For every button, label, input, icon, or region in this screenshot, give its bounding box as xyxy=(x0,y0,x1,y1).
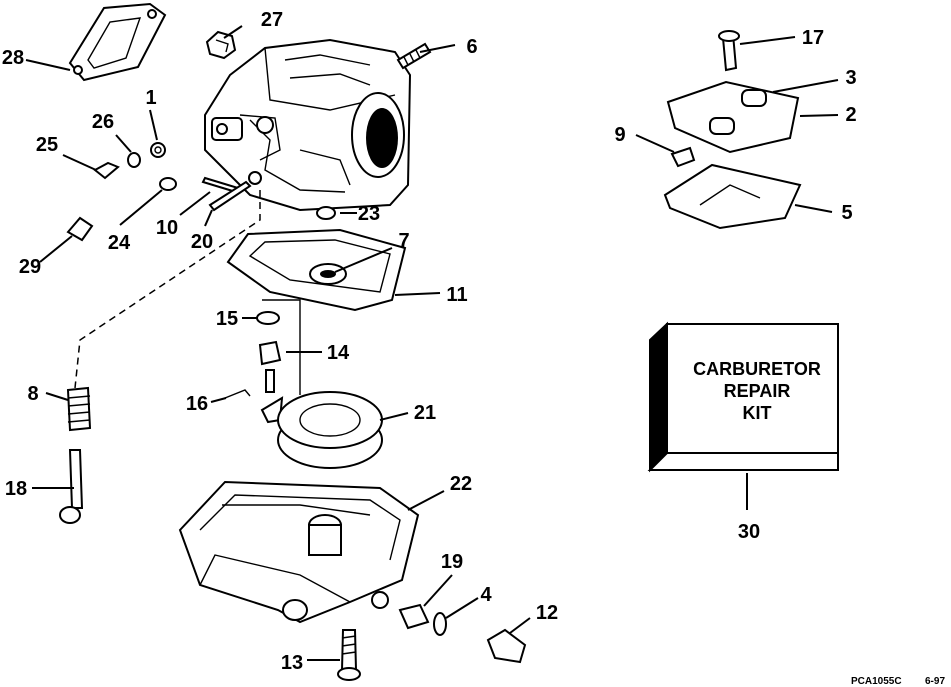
part-label-11: 11 xyxy=(446,284,467,306)
part-label-30: 30 xyxy=(738,521,760,543)
repair-kit-box: CARBURETOR REPAIR KIT xyxy=(647,321,839,473)
part-label-26: 26 xyxy=(92,111,114,133)
part-label-13: 13 xyxy=(281,652,303,674)
part-label-1: 1 xyxy=(145,87,156,109)
part-label-8: 8 xyxy=(27,383,38,405)
cover-assembly-drawing xyxy=(663,30,802,230)
figure-code: PCA1055C xyxy=(851,676,902,687)
part-label-5: 5 xyxy=(841,202,852,224)
small-parts-left xyxy=(66,142,262,242)
gasket-28-drawing xyxy=(68,2,167,82)
part-label-4: 4 xyxy=(480,584,492,606)
kit-line-3: KIT xyxy=(743,403,772,423)
part-label-10: 10 xyxy=(156,217,178,239)
mixture-screw-drawing xyxy=(59,190,261,524)
kit-line-2: REPAIR xyxy=(724,381,791,401)
part-label-23: 23 xyxy=(358,203,380,225)
part-label-6: 6 xyxy=(466,36,477,58)
part-label-3: 3 xyxy=(845,67,856,89)
part-label-16: 16 xyxy=(186,393,208,415)
part-label-25: 25 xyxy=(36,134,58,156)
part-label-29: 29 xyxy=(19,256,41,278)
screw-6-drawing xyxy=(396,42,432,70)
part-label-27: 27 xyxy=(261,9,283,31)
part-label-14: 14 xyxy=(327,342,350,364)
leader-lines xyxy=(25,25,839,661)
part-label-7: 7 xyxy=(398,230,409,252)
carburetor-body-drawing xyxy=(204,38,412,212)
part-label-21: 21 xyxy=(414,402,436,424)
part-label-20: 20 xyxy=(191,231,213,253)
part-label-2: 2 xyxy=(845,104,856,126)
part-label-9: 9 xyxy=(614,124,625,146)
nut-27-drawing xyxy=(205,30,237,60)
figure-date: 6-97 xyxy=(925,676,945,687)
kit-line-1: CARBURETOR xyxy=(693,359,821,379)
float-gasket-drawing xyxy=(226,228,407,312)
part-labels: 1 2 3 4 5 6 7 8 9 10 11 12 13 14 15 16 1… xyxy=(2,9,857,674)
jets-fittings-drawing xyxy=(398,603,527,664)
part-label-24: 24 xyxy=(108,232,131,254)
needle-valve-drawing xyxy=(224,299,301,399)
plug-23-drawing xyxy=(316,206,336,220)
part-label-12: 12 xyxy=(536,602,558,624)
part-label-18: 18 xyxy=(5,478,27,500)
part-label-28: 28 xyxy=(2,47,24,69)
part-label-19: 19 xyxy=(441,551,463,573)
float-21-drawing xyxy=(260,391,383,469)
part-label-22: 22 xyxy=(450,473,472,495)
part-label-15: 15 xyxy=(216,308,238,330)
float-bowl-22-drawing xyxy=(178,480,420,624)
part-label-17: 17 xyxy=(802,27,824,49)
screw-13-drawing xyxy=(337,629,361,681)
